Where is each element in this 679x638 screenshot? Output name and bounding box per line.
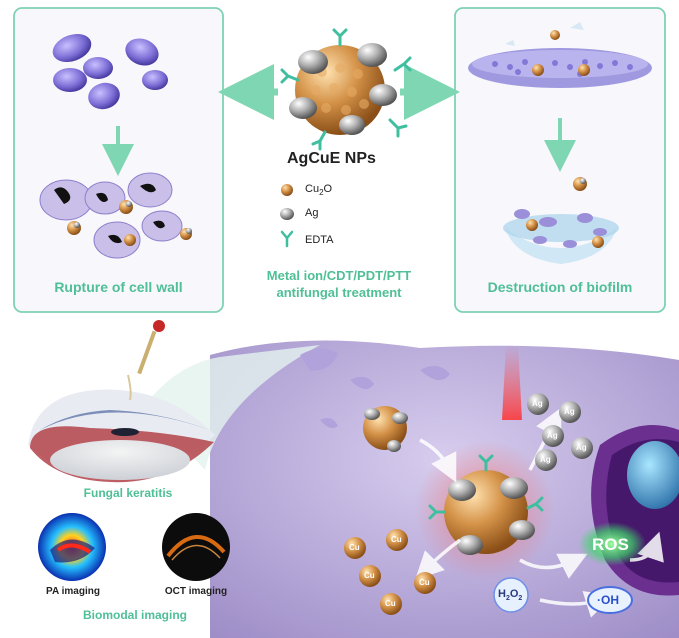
legend-edta-label: EDTA [305,234,334,246]
pa-imaging-label: PA imaging [46,586,100,597]
cu-ion-label-2: Cu [391,535,402,544]
hydroxyl-label: ·OH [597,593,619,607]
legend-cu2o-label: Cu2O [305,183,333,198]
ruptured-fungi [39,172,192,259]
cu-ion-label-1: Cu [349,543,360,552]
left-panel-caption: Rupture of cell wall [54,279,183,295]
oct-imaging-label: OCT imaging [164,586,228,597]
h2o2-label: H2O2 [498,588,523,603]
fungal-keratitis-label: Fungal keratitis [83,486,173,500]
ag-ion-label-5: Ag [540,455,551,464]
ag-ion-label-4: Ag [576,443,587,452]
ag-ion-label-3: Ag [547,431,558,440]
hydroxyl-radical-bubble [587,586,633,614]
cu-ion-label-4: Cu [419,578,430,587]
oct-imaging-image [162,513,230,581]
h2o2-bubble [493,577,529,613]
agcue-nanoparticle [280,28,412,151]
ag-ions [527,393,593,471]
edta-y-icon [280,230,294,248]
pa-imaging-image [38,513,106,581]
cu-ion-label-5: Cu [385,599,396,608]
eye-illustration [28,320,215,483]
agcue-title: AgCuE NPs [287,150,376,167]
cu-ions [344,529,436,615]
ros-glow [578,522,646,566]
intact-fungi [52,33,168,110]
ag-ion-label-2: Ag [564,407,575,416]
cu2o-sphere-icon [281,184,293,196]
right-panel-caption: Destruction of biofilm [487,279,633,295]
agcue-nanoparticle-in-cell [428,454,544,555]
cell-debris [300,348,450,428]
biomodal-imaging-label: Biomodal imaging [82,608,187,622]
treatment-line-2: antifungal treatment [276,285,402,300]
laser-beam [502,345,522,420]
cu-ion-label-3: Cu [364,571,375,580]
ros-label: ROS [592,535,629,554]
biofilm [468,22,652,88]
ag-ion-label-1: Ag [532,399,543,408]
legend-ag-label: Ag [305,207,319,219]
destroyed-biofilm [503,177,619,264]
agcue-nanoparticle-entering [363,406,408,452]
ag-sphere-icon [280,208,294,220]
treatment-line-1: Metal ion/CDT/PDT/PTT [266,268,412,283]
